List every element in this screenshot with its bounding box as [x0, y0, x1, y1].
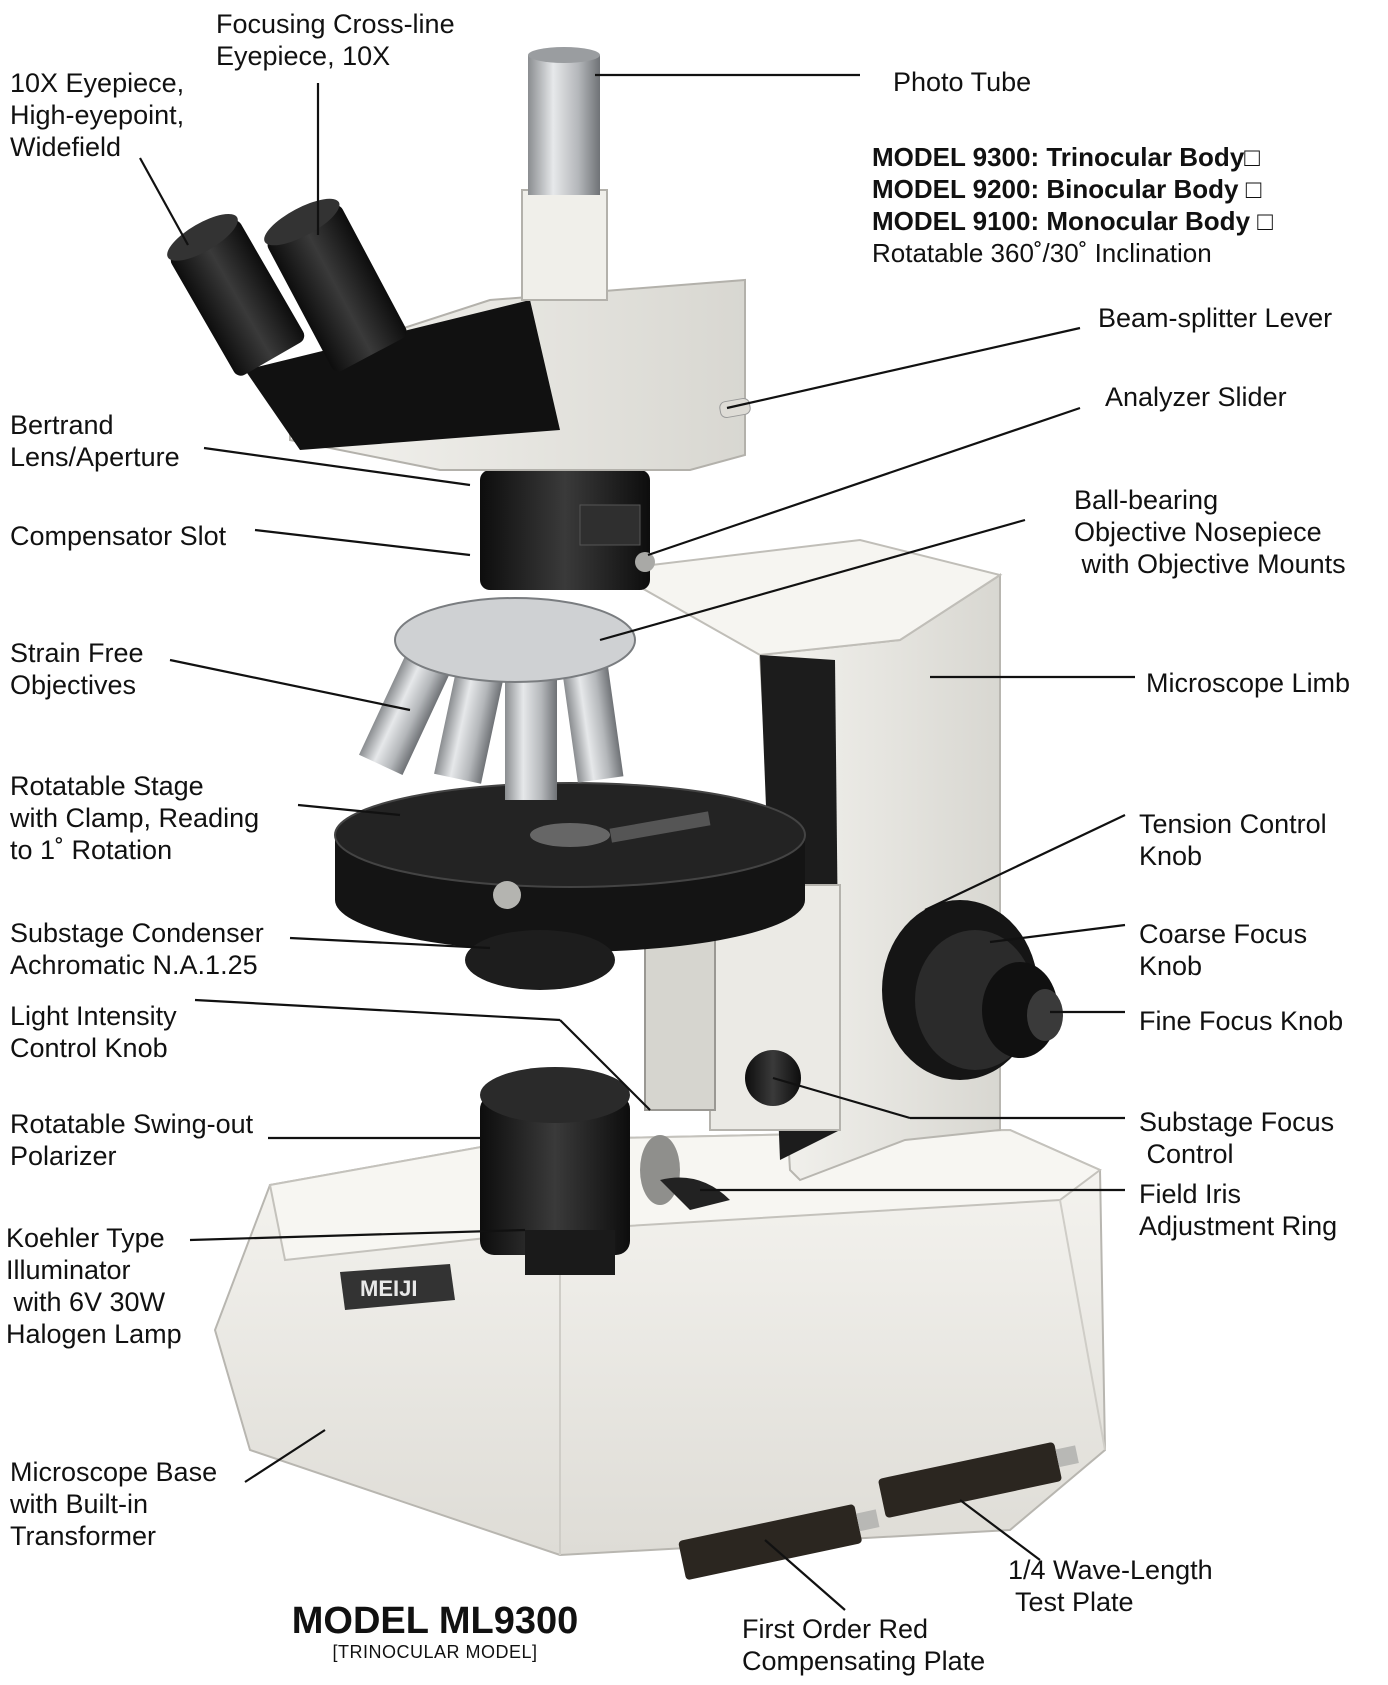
label-tension-control: Tension Control Knob — [1139, 808, 1327, 872]
model-title: MODEL ML9300 [TRINOCULAR MODEL] — [250, 1600, 620, 1662]
label-strain-free: Strain Free Objectives — [10, 637, 144, 701]
model-9100: MODEL 9100: Monocular Body □ — [872, 205, 1273, 237]
label-koehler-illuminator: Koehler Type Illuminator with 6V 30W Hal… — [6, 1222, 182, 1350]
label-quarter-wave-plate: 1/4 Wave-Length Test Plate — [1008, 1554, 1213, 1618]
focus-knobs — [882, 900, 1063, 1080]
label-first-order-red: First Order Red Compensating Plate — [742, 1613, 985, 1677]
intermediate-tube — [480, 470, 655, 590]
model-list: MODEL 9300: Trinocular Body□ MODEL 9200:… — [872, 141, 1273, 269]
label-focusing-eyepiece: Focusing Cross-line Eyepiece, 10X — [216, 8, 455, 72]
label-fine-focus: Fine Focus Knob — [1139, 1005, 1343, 1037]
label-microscope-base: Microscope Base with Built-in Transforme… — [10, 1456, 217, 1552]
photo-tube — [522, 47, 607, 300]
label-beam-splitter: Beam-splitter Lever — [1098, 302, 1332, 334]
label-nosepiece: Ball-bearing Objective Nosepiece with Ob… — [1074, 484, 1346, 580]
eyepieces — [161, 190, 409, 379]
label-light-intensity: Light Intensity Control Knob — [10, 1000, 177, 1064]
label-microscope-limb: Microscope Limb — [1146, 667, 1350, 699]
label-rotatable-stage: Rotatable Stage with Clamp, Reading to 1… — [10, 770, 259, 866]
model-9200: MODEL 9200: Binocular Body □ — [872, 173, 1273, 205]
model-9300: MODEL 9300: Trinocular Body□ — [872, 141, 1273, 173]
objectives — [359, 598, 635, 800]
base-logo-text: MEIJI — [360, 1276, 417, 1301]
label-coarse-focus: Coarse Focus Knob — [1139, 918, 1307, 982]
label-swing-out-polarizer: Rotatable Swing-out Polarizer — [10, 1108, 253, 1172]
label-photo-tube: Photo Tube — [893, 66, 1031, 98]
label-field-iris: Field Iris Adjustment Ring — [1139, 1178, 1337, 1242]
model-title-sub: [TRINOCULAR MODEL] — [250, 1642, 620, 1662]
label-substage-focus: Substage Focus Control — [1139, 1106, 1334, 1170]
label-substage-condenser: Substage Condenser Achromatic N.A.1.25 — [10, 917, 264, 981]
label-bertrand-lens: Bertrand Lens/Aperture — [10, 409, 180, 473]
label-analyzer-slider: Analyzer Slider — [1105, 381, 1287, 413]
label-compensator-slot: Compensator Slot — [10, 520, 226, 552]
label-eyepiece-10x: 10X Eyepiece, High-eyepoint, Widefield — [10, 67, 184, 163]
rotation-spec: Rotatable 360˚/30˚ Inclination — [872, 237, 1273, 269]
model-title-main: MODEL ML9300 — [250, 1600, 620, 1642]
